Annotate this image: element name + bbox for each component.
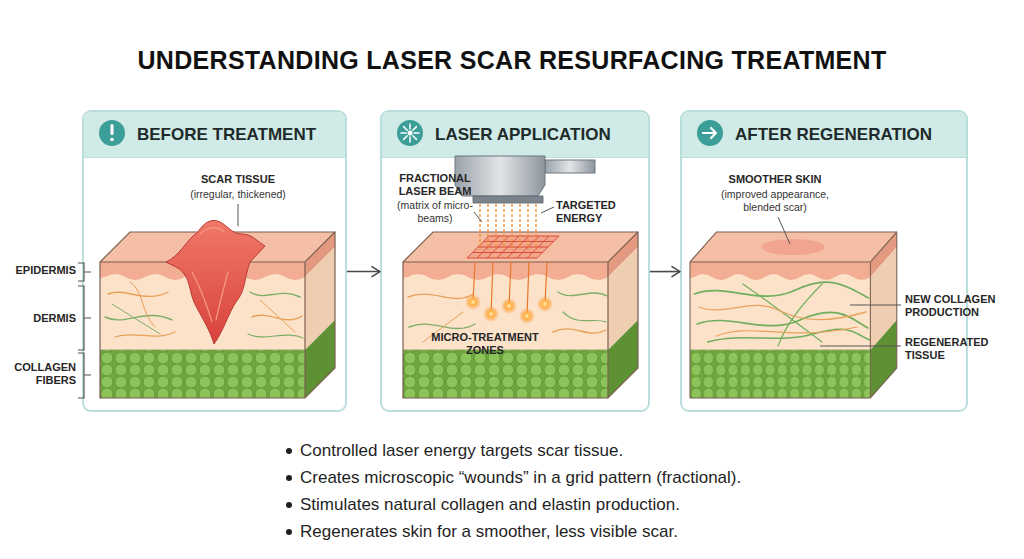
illustration-shape: [286, 448, 292, 454]
arrow-head: [672, 267, 680, 277]
bullet-note: Creates microscopic “wounds” in a grid p…: [300, 467, 900, 489]
part-label: FRACTIONAL LASER BEAM: [396, 172, 474, 198]
panel-box: LASER APPLICATION: [380, 110, 650, 412]
panel-heading: LASER APPLICATION: [435, 112, 611, 157]
flow-arrow: [650, 267, 680, 277]
part-label: SCAR TISSUE: [178, 173, 298, 186]
part-note: (matrix of micro-beams): [392, 199, 478, 225]
panel-heading: AFTER REGENERATION: [735, 112, 932, 157]
illustration-shape: [286, 475, 292, 481]
arrow-line: [347, 271, 380, 273]
panel-box: AFTER REGENERATION: [680, 110, 968, 412]
bullet-note: Controlled laser energy targets scar tis…: [300, 440, 900, 462]
part-note: (irregular, thickened): [163, 188, 313, 201]
panel-heading: BEFORE TREATMENT: [137, 112, 316, 157]
part-note: (improved appearance, blended scar): [705, 188, 845, 214]
bullet-note: Regenerates skin for a smoother, less vi…: [300, 521, 900, 543]
part-label: SMOOTHER SKIN: [715, 173, 835, 186]
part-label: MICRO-TREATMENT ZONES: [430, 331, 540, 357]
panel-box: BEFORE TREATMENT: [82, 110, 347, 412]
illustration-shape: [286, 529, 292, 535]
bullet-note: Stimulates natural collagen and elastin …: [300, 494, 900, 516]
part-label: REGENERATED TISSUE: [905, 336, 1000, 362]
arrow-line: [650, 271, 680, 273]
diagram-title: UNDERSTANDING LASER SCAR RESURFACING TRE…: [0, 46, 1024, 75]
illustration-shape: [286, 502, 292, 508]
layer-label: DERMIS: [8, 312, 76, 325]
flow-arrow: [347, 267, 380, 277]
arrow-head: [372, 267, 380, 277]
bullet-dots: [286, 448, 292, 535]
part-label: NEW COLLAGEN PRODUCTION: [905, 293, 1000, 319]
layer-label: COLLAGEN FIBERS: [8, 361, 76, 387]
part-label: TARGETED ENERGY: [556, 199, 626, 225]
layer-label: EPIDERMIS: [8, 264, 76, 277]
